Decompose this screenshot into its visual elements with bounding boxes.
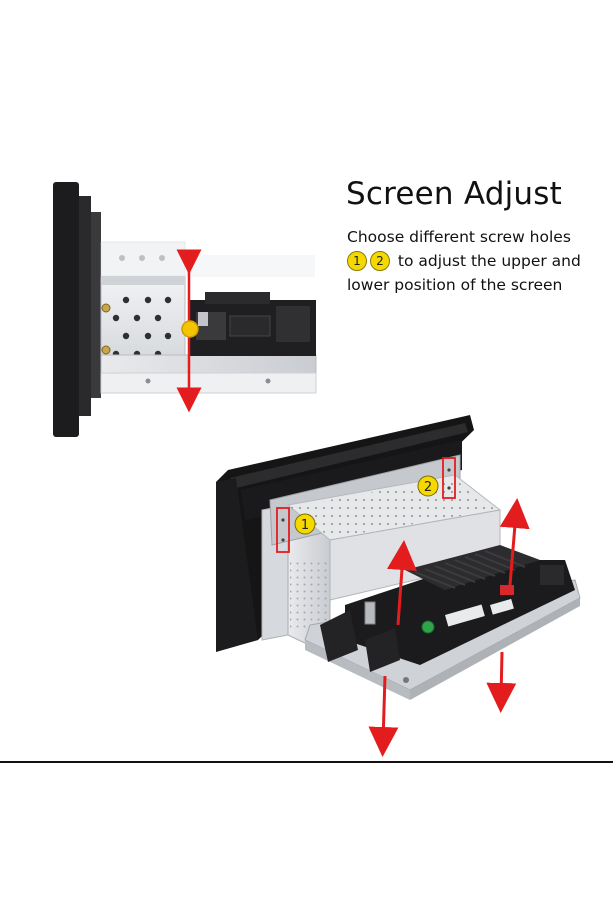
screw-hole-2-badge: 2 bbox=[417, 475, 439, 497]
bottom-divider bbox=[0, 761, 613, 763]
screw-hole-1-badge: 1 bbox=[294, 513, 316, 535]
angled-view-unit bbox=[216, 415, 581, 700]
description-line-3: lower position of the screen bbox=[347, 276, 563, 294]
description-line-1: Choose different screw holes bbox=[347, 228, 571, 246]
screw-hole-1-outline bbox=[276, 507, 290, 553]
badge-2-icon: 2 bbox=[370, 251, 390, 271]
adjust-arrow-up-back bbox=[499, 498, 530, 586]
side-view-unit bbox=[53, 182, 317, 437]
page-title: Screen Adjust bbox=[346, 176, 562, 212]
screw-hole-2-outline bbox=[442, 457, 456, 499]
adjust-arrow-up-front bbox=[386, 540, 417, 626]
adjust-arrow-down-front bbox=[368, 675, 399, 757]
adjust-point-marker bbox=[181, 320, 199, 338]
badge-1-icon: 1 bbox=[347, 251, 367, 271]
cage-holes bbox=[112, 296, 172, 358]
heatsink-fins bbox=[414, 550, 526, 589]
screw-hole-1-label: 1 bbox=[301, 518, 309, 533]
adjust-arrow-down-back bbox=[486, 651, 517, 713]
cage-alternate-position bbox=[100, 241, 315, 277]
screw-hole-2-label: 2 bbox=[424, 480, 432, 495]
description-line-2-text: to adjust the upper and bbox=[393, 252, 581, 270]
